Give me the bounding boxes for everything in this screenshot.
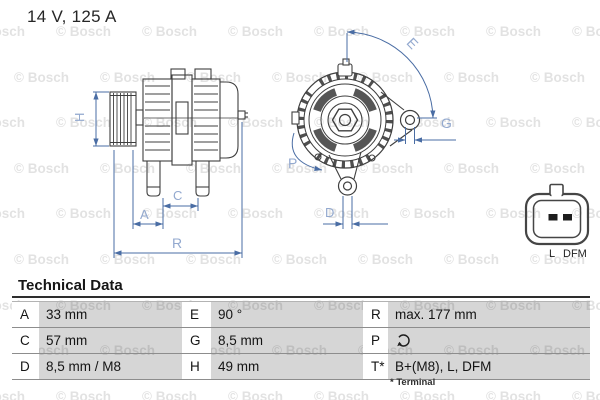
shaft-nut [135, 109, 144, 126]
dimension-label-g: G [441, 115, 452, 131]
connector-detail-drawing [524, 183, 590, 246]
table-row: A 33 mm E 90 ° R max. 177 mm [12, 302, 590, 328]
front-view-dim-labels: E G P D [288, 34, 452, 220]
front-view-dimensions [291, 29, 456, 229]
spec-key-d: D [12, 354, 39, 379]
spec-key-t: T* [363, 354, 388, 379]
watermark: © Bosch [142, 388, 197, 400]
b-plus-terminal [237, 110, 246, 120]
rear-cover [220, 81, 239, 159]
spec-value-p [388, 328, 590, 353]
dimension-label-c: C [173, 188, 182, 203]
top-tab [170, 68, 186, 80]
product-spec-title: 14 V, 125 A [27, 7, 117, 26]
spec-key-h: H [182, 354, 211, 379]
spec-key-p: P [363, 328, 388, 353]
watermark: © Bosch [572, 388, 600, 400]
technical-data-section: Technical Data A 33 mm E 90 ° R max. 177… [12, 278, 590, 380]
dimension-label-r: R [172, 235, 182, 251]
spec-value-d: 8,5 mm / M8 [39, 354, 182, 379]
terminal-footnote: * Terminal [390, 377, 436, 388]
vent-slots [311, 86, 379, 154]
dimension-label-e: E [404, 34, 422, 52]
connector-pin-l [548, 214, 558, 221]
dimension-label-h: H [72, 113, 87, 122]
top-tab [337, 63, 353, 77]
pulley [109, 91, 137, 147]
rotation-direction-icon [397, 334, 410, 347]
technical-data-heading: Technical Data [18, 277, 123, 294]
spec-key-e: E [182, 302, 211, 327]
side-view-drawing [109, 68, 248, 197]
front-view-drawing [291, 58, 421, 196]
spec-key-r: R [363, 302, 388, 327]
spec-value-a: 33 mm [39, 302, 182, 327]
rotation-direction-arrow [291, 132, 323, 171]
rivet [314, 153, 322, 161]
connector-pin-dfm [563, 214, 572, 221]
technical-drawing: H A C R [72, 29, 590, 260]
dimension-label-a: A [140, 207, 149, 222]
connector-pin-label-dfm: DFM [563, 248, 587, 260]
lug-mounting-hole [337, 176, 358, 196]
rivet [368, 154, 376, 162]
spec-value-c: 57 mm [39, 328, 182, 353]
housing [142, 68, 248, 166]
watermark: © Bosch [400, 388, 455, 400]
spec-value-h: 49 mm [211, 354, 363, 379]
watermark: © Bosch [228, 388, 283, 400]
table-row: D 8,5 mm / M8 H 49 mm T* B+(M8), L, DFM [12, 354, 590, 380]
spec-value-r: max. 177 mm [388, 302, 590, 327]
dimension-label-p: P [288, 155, 297, 171]
watermark: © Bosch [314, 388, 369, 400]
mounting-lugs [146, 161, 210, 197]
watermark: © Bosch [56, 388, 111, 400]
side-view-dimensions [93, 91, 243, 258]
connector-pin-label-l: L [549, 248, 555, 260]
shaft-hex-nut [331, 108, 359, 132]
watermark: © Bosch [486, 388, 541, 400]
spec-value-g: 8,5 mm [211, 328, 363, 353]
spec-value-e: 90 ° [211, 302, 363, 327]
ear-mounting-hole [399, 109, 421, 131]
side-nub [291, 111, 300, 125]
table-row: C 57 mm G 8,5 mm P [12, 328, 590, 354]
spec-value-t: B+(M8), L, DFM [388, 354, 590, 379]
technical-data-table: A 33 mm E 90 ° R max. 177 mm C 57 mm G 8… [12, 301, 590, 380]
dimension-label-d: D [325, 205, 334, 220]
top-tab [194, 68, 212, 80]
side-view-dim-labels: H A C R [72, 113, 182, 251]
spec-key-c: C [12, 328, 39, 353]
spec-key-a: A [12, 302, 39, 327]
spec-key-g: G [182, 328, 211, 353]
watermark: © Bosch [0, 388, 25, 400]
heading-rule [12, 296, 590, 298]
